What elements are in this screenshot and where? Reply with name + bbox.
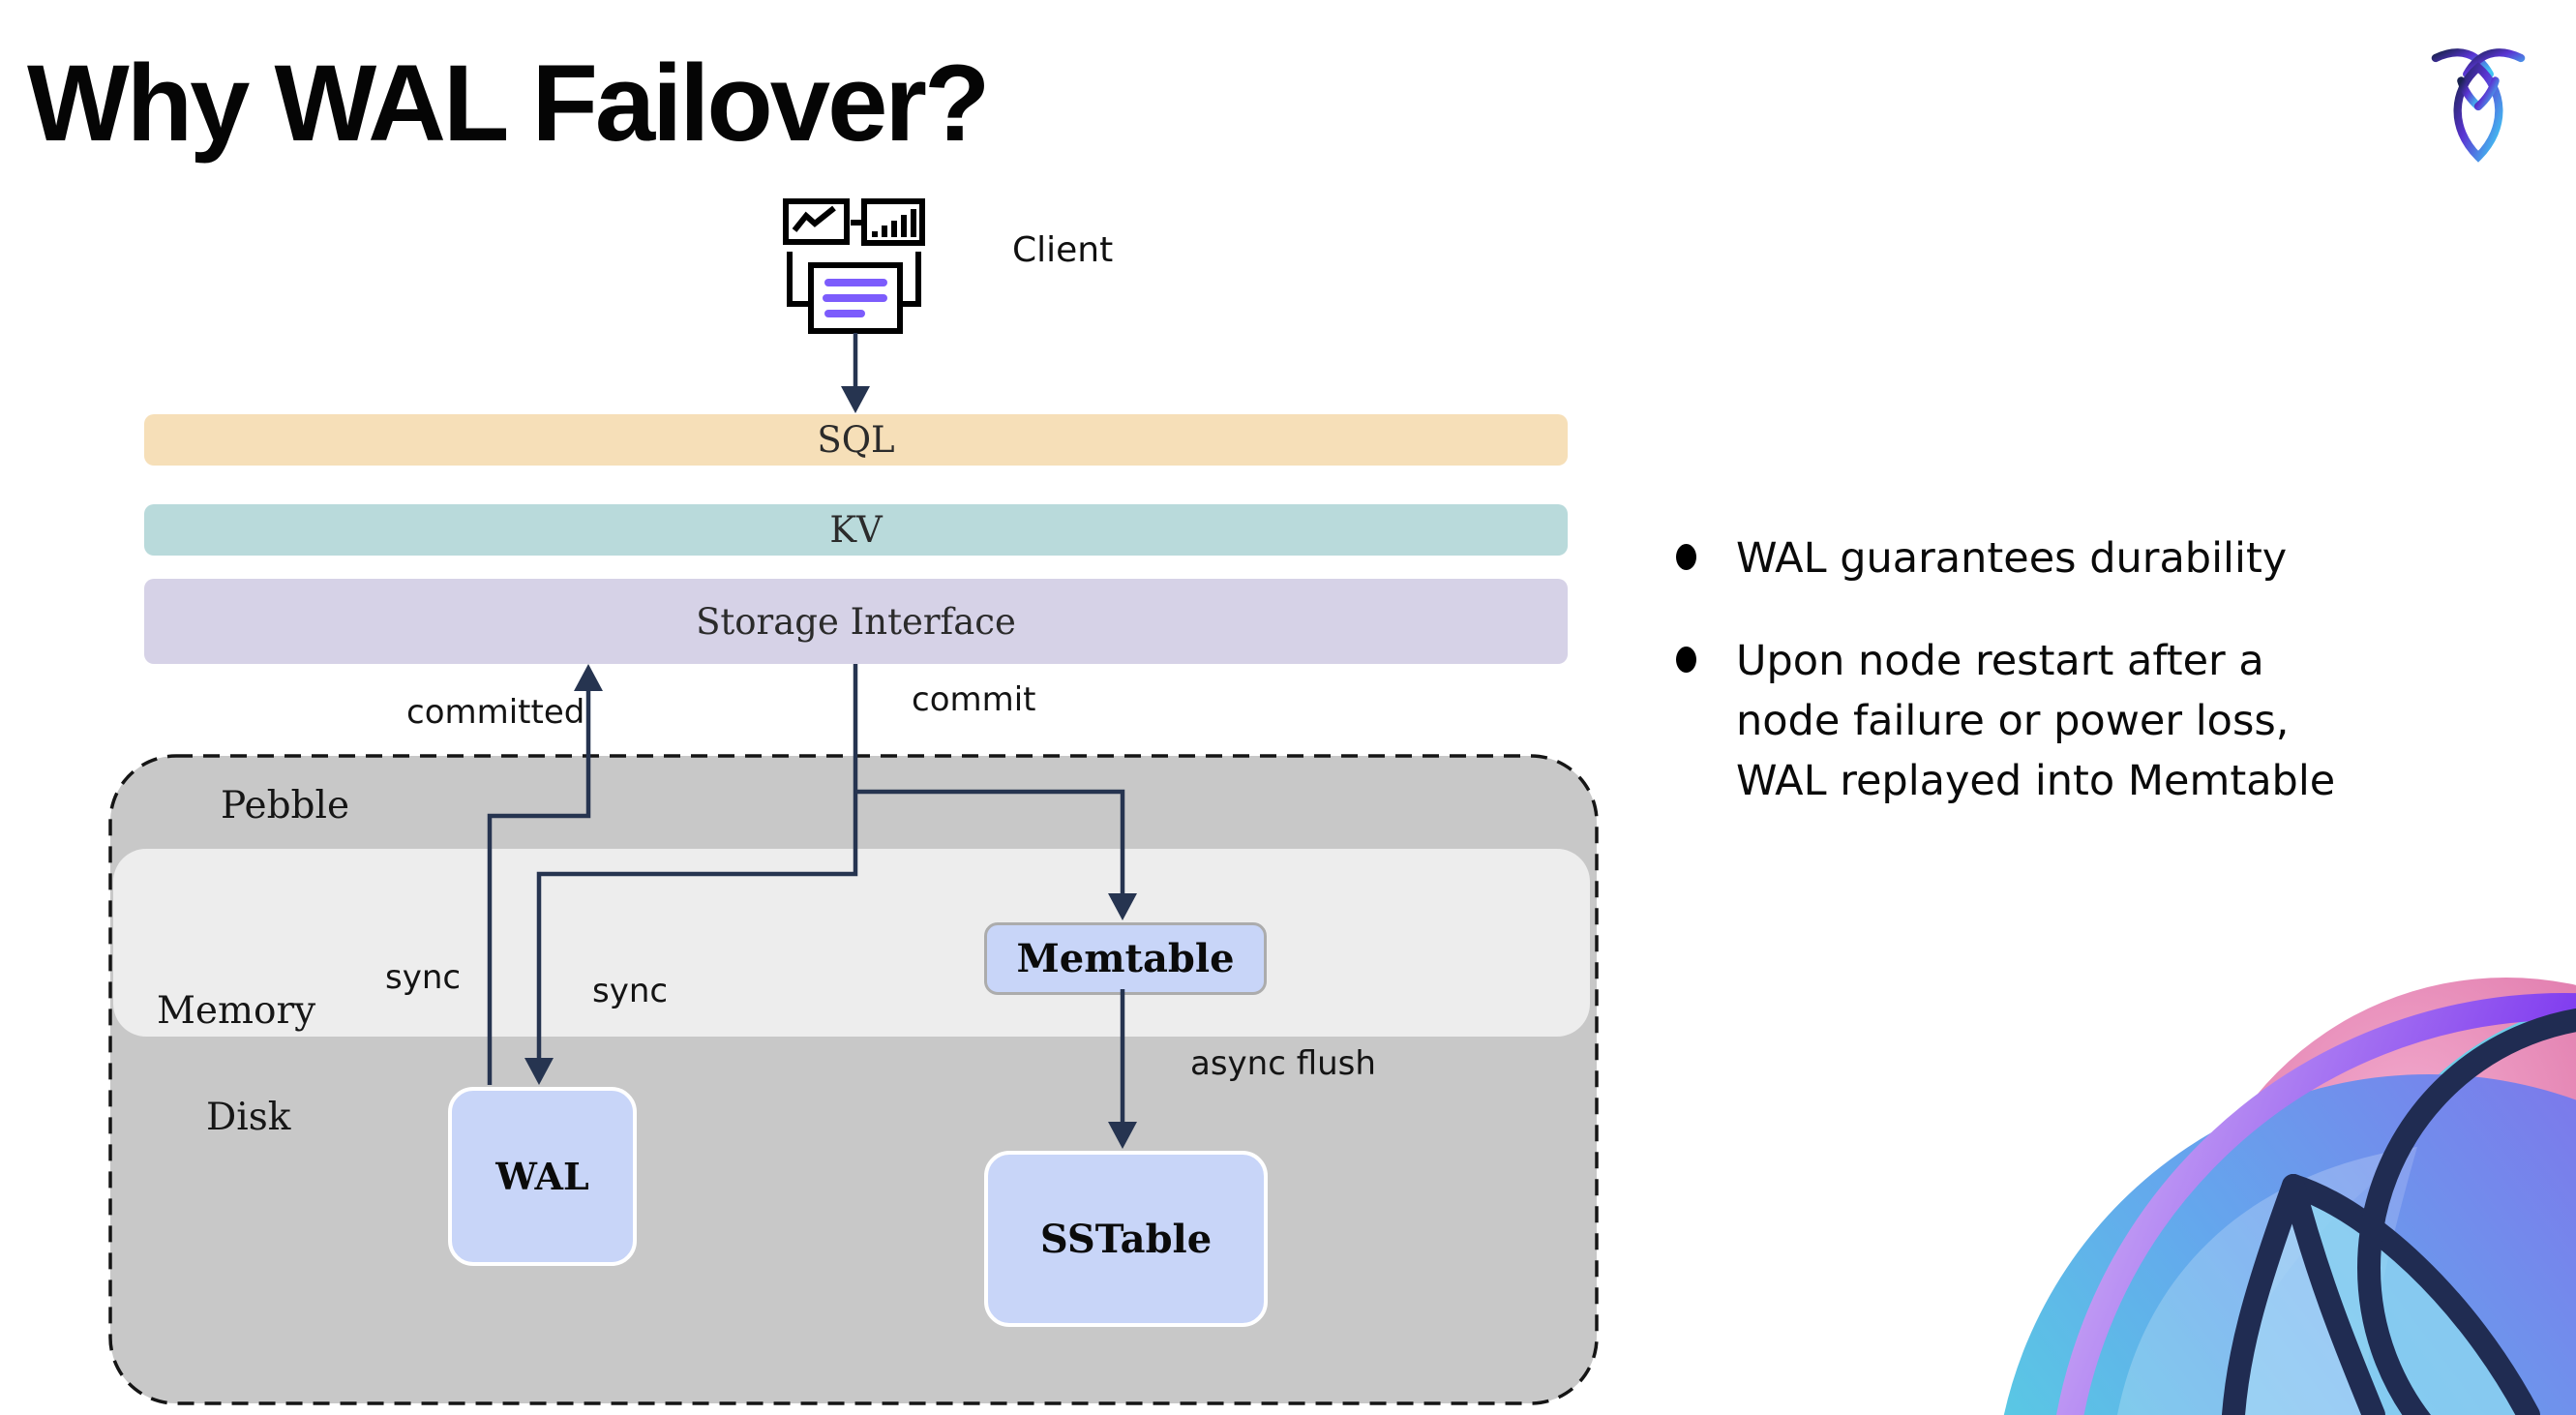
sstable-node-label: SSTable [1039,1216,1213,1262]
disk-label: Disk [206,1096,291,1139]
brand-flower-art [2003,978,2576,1415]
bullet-dot-icon [1676,647,1696,673]
cockroachdb-logo-icon [2431,48,2526,163]
memtable-node: Memtable [984,922,1267,995]
bullet-text: WAL guarantees durability [1736,534,2288,583]
memory-label: Memory [157,989,316,1033]
left-bracket-icon [787,252,812,307]
page-title: Why WAL Failover? [27,43,990,164]
line-chart-icon [783,198,850,245]
document-icon [808,262,903,334]
sync-up-edge-label: sync [385,958,462,997]
wal-node: WAL [448,1087,637,1266]
pebble-label: Pebble [221,784,350,828]
memory-zone [113,849,1590,1037]
list-item: WAL guarantees durability [1662,528,2398,588]
kv-layer-bar: KV [144,504,1568,556]
client-device-icon [783,198,925,334]
storage-interface-label: Storage Interface [696,600,1016,643]
kv-layer-label: KV [829,509,883,551]
list-item: Upon node restart after a node failure o… [1662,631,2398,811]
memtable-node-label: Memtable [1016,936,1235,981]
committed-edge-label: committed [406,693,585,732]
sync-down-edge-label: sync [592,972,669,1010]
sstable-node: SSTable [984,1151,1268,1327]
bullet-text: Upon node restart after a node failure o… [1736,637,2336,805]
async-flush-edge-label: async flush [1190,1044,1376,1083]
storage-interface-bar: Storage Interface [144,579,1568,664]
sql-layer-label: SQL [817,419,895,461]
bullet-list: WAL guarantees durability Upon node rest… [1662,528,2398,811]
bullet-dot-icon [1676,544,1696,570]
wal-node-label: WAL [495,1155,589,1198]
client-label: Client [1012,230,1114,270]
commit-edge-label: commit [912,680,1036,719]
right-bracket-icon [896,252,921,307]
sql-layer-bar: SQL [144,414,1568,466]
bar-chart-icon [861,198,925,246]
